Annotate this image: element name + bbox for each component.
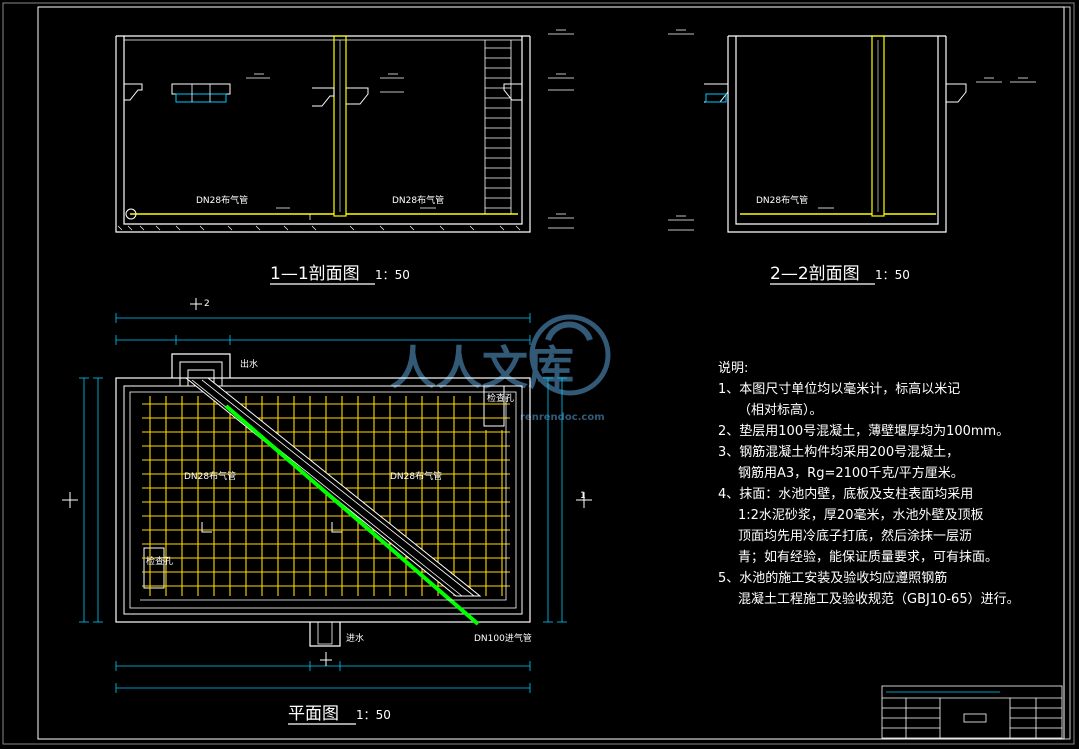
note-line: 1、本图尺寸单位均以毫米计，标高以米记 — [718, 382, 961, 397]
outlet-label: 出水 — [240, 358, 258, 370]
note-line: 1:2水泥砂浆，厚20毫米，水池外壁及顶板 — [738, 508, 984, 523]
section1-pipe-label-left: DN28布气管 — [196, 194, 248, 206]
notes-lines: 1、本图尺寸单位均以毫米计，标高以米记 （相对标高）。 2、垫层用100号混凝土，薄… — [718, 379, 1068, 610]
manhole-bottom-label: 检查孔 — [146, 555, 173, 567]
section-2-2: DN28布气管 2—2剖面图 1：50 — [668, 29, 1036, 285]
plan-title: 平面图 — [288, 704, 339, 724]
note-line: 4、抹面：水池内壁，底板及支柱表面均采用 — [718, 487, 974, 502]
section1-scale: 1：50 — [375, 268, 410, 282]
section-mark-1: 1 — [580, 491, 586, 501]
inlet-pipe-label: DN100进气管 — [474, 632, 532, 644]
note-line: 青；如有经验，能保证质量要求，可有抹面。 — [738, 550, 999, 565]
section2-scale: 1：50 — [875, 268, 910, 282]
section2-title: 2—2剖面图 — [770, 264, 860, 284]
plan-pipe-label-right: DN28布气管 — [390, 470, 442, 482]
note-line: 顶面均先用冷底子打底，然后涂抹一层沥 — [738, 529, 973, 544]
note-line: 2、垫层用100号混凝土，薄壁堰厚均为100mm。 — [718, 424, 1010, 439]
manhole-top-label: 检查孔 — [487, 392, 514, 404]
section-mark-2: 2 — [204, 299, 210, 309]
inlet-air-pipe — [224, 404, 480, 626]
section1-title: 1—1剖面图 — [270, 264, 360, 284]
watermark: 人人文库 renrendoc.com — [390, 314, 611, 423]
note-line: 3、钢筋混凝土构件均采用200号混凝土， — [718, 445, 960, 460]
title-block — [881, 685, 1063, 739]
note-line: 混凝土工程施工及验收规范（GBJ10-65）进行。 — [738, 592, 1020, 607]
frame-strip — [1063, 6, 1071, 740]
section1-pipe-label-right: DN28布气管 — [392, 194, 444, 206]
note-line: 钢筋用A3，Rg=2100千克/平方厘米。 — [738, 466, 964, 481]
plan-view: 2 1 出水 进水 DN100进气管 DN28布气管 DN28布气管 检查孔 检… — [62, 298, 592, 725]
note-line: 5、水池的施工安装及验收均应遵照钢筋 — [718, 571, 948, 586]
notes-heading: 说明: — [718, 361, 749, 376]
inlet-label: 进水 — [346, 632, 364, 644]
section-1-1: DN28布气管 DN28布气管 1—1剖面图 1：50 — [115, 29, 574, 285]
plan-scale: 1：50 — [356, 708, 391, 722]
section2-pipe-label: DN28布气管 — [756, 194, 808, 206]
note-line: （相对标高）。 — [738, 403, 823, 418]
notes-block: 说明: 1、本图尺寸单位均以毫米计，标高以米记 （相对标高）。 2、垫层用100号混… — [718, 358, 1068, 610]
watermark-text: 人人文库 — [390, 341, 574, 395]
plan-pipe-label-left: DN28布气管 — [184, 470, 236, 482]
